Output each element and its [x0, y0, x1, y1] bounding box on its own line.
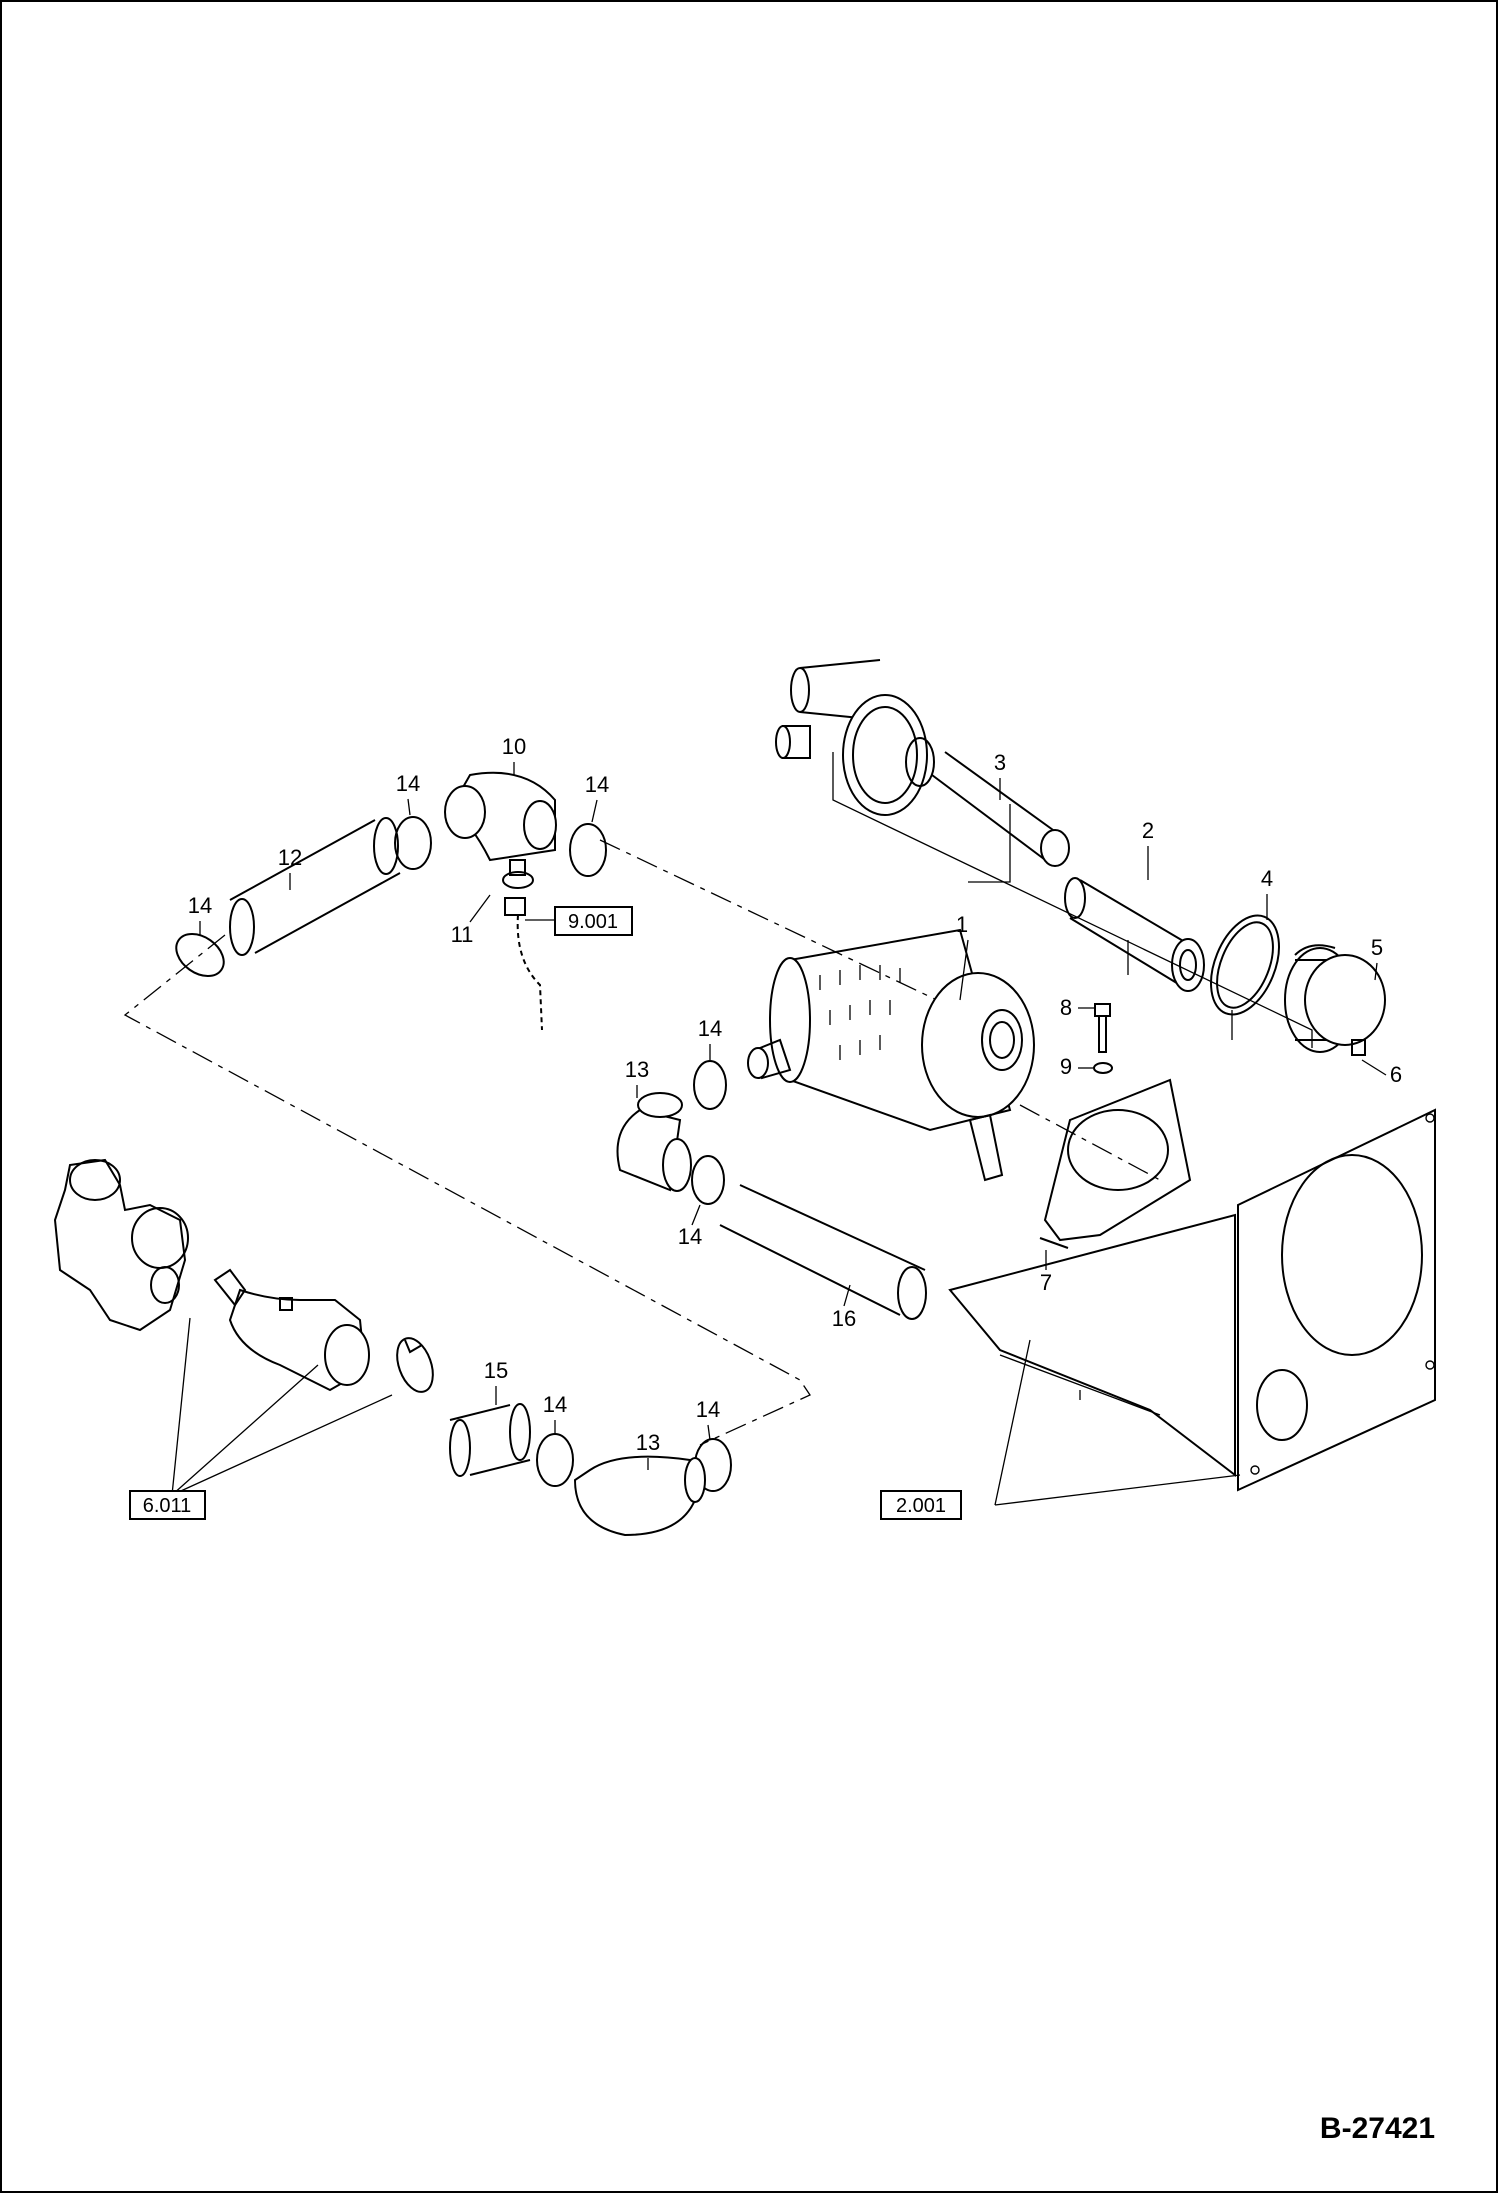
part-11-sensor: [502, 859, 543, 1031]
part-6-dust-valve: [1351, 1039, 1366, 1056]
callout-12: 12: [278, 845, 302, 870]
part-8-bolt: [1094, 1003, 1111, 1053]
part-16-pipe: [719, 1184, 927, 1320]
callout-4: 4: [1261, 866, 1273, 891]
callout-13-lower: 13: [636, 1430, 660, 1455]
ref-2001-label: 2.001: [896, 1495, 946, 1517]
callout-16: 16: [832, 1306, 856, 1331]
callout-1: 1: [956, 912, 968, 937]
callout-numbers: 1 2 3 4 5 6 7 8 9 10 11 12 13 13 14 14 1…: [188, 734, 1402, 1470]
callout-9: 9: [1060, 1054, 1072, 1079]
part-13-elbow-lower: [573, 1455, 706, 1537]
ref-9001-label: 9.001: [568, 911, 618, 933]
frame-plates: [948, 1108, 1436, 1492]
callout-8: 8: [1060, 995, 1072, 1020]
ref-box-2001[interactable]: 2.001: [880, 1490, 962, 1520]
callout-11: 11: [451, 922, 474, 947]
callout-10: 10: [502, 734, 526, 759]
assembly-axis-lines: [123, 839, 1161, 1446]
callout-14-e: 14: [678, 1224, 702, 1249]
callout-15: 15: [484, 1358, 508, 1383]
part-3-inner-element: [931, 751, 1070, 867]
part-4-seal-ring: [1210, 914, 1280, 1016]
part-7-bracket: [1039, 1078, 1192, 1249]
part-5-cover: [1284, 944, 1386, 1053]
part-2-main-element: [1064, 877, 1205, 992]
grouping-leaders: [171, 752, 1313, 1506]
callout-6: 6: [1390, 1062, 1402, 1087]
callout-2: 2: [1142, 818, 1154, 843]
part-15-sleeve: [449, 1403, 531, 1477]
reference-boxes: 9.001 6.011 2.001: [129, 906, 962, 1520]
callout-3: 3: [994, 750, 1006, 775]
ref-6011-label: 6.011: [143, 1495, 192, 1517]
callout-14-g: 14: [696, 1397, 720, 1422]
callout-7: 7: [1040, 1270, 1052, 1295]
part-10-elbow: [444, 771, 557, 862]
ref-box-9001[interactable]: 9.001: [525, 906, 633, 936]
part-13-elbow-upper: [616, 1092, 692, 1192]
callout-14-a: 14: [188, 893, 212, 918]
callout-13-upper: 13: [625, 1057, 649, 1082]
part-12-pipe: [229, 817, 401, 956]
callout-14-c: 14: [585, 772, 609, 797]
ref-box-6011[interactable]: 6.011: [129, 1490, 206, 1520]
part-9-washer: [1093, 1062, 1113, 1074]
part-1-air-cleaner: [747, 928, 1035, 1182]
callout-14-b: 14: [396, 771, 420, 796]
air-cleaner-housing-top: [775, 659, 935, 816]
turbocharger-assembly: [53, 1158, 434, 1393]
drawing-number: B-27421: [1320, 2112, 1435, 2145]
callout-5: 5: [1371, 935, 1383, 960]
callout-14-f: 14: [543, 1392, 567, 1417]
callout-14-d: 14: [698, 1016, 722, 1041]
